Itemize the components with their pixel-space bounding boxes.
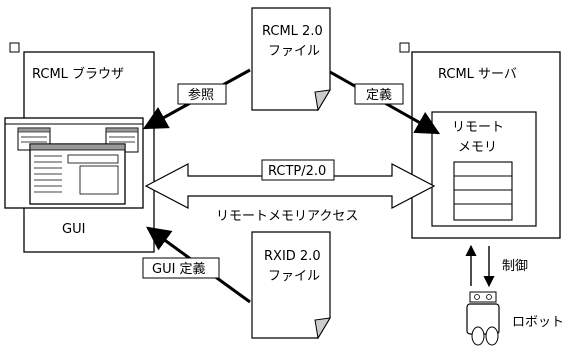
gui-label: GUI [62,222,85,237]
reference-label-box: 参照 [177,83,227,105]
memory-label-line2: メモリ [458,140,497,155]
rcml-file-line2: ファイル [268,44,320,59]
rcml-file-document: RCML 2.0 ファイル [251,7,331,112]
rcml-file-line1: RCML 2.0 [262,24,323,39]
reference-label: 参照 [188,87,214,103]
remote-memory-access-label: リモートメモリアクセス [216,209,358,224]
control-label: 制御 [502,259,528,274]
gui-window-illustration [4,117,144,209]
remote-memory-box: リモート メモリ [431,111,537,227]
rxid-file-line1: RXID 2.0 [264,249,321,264]
server-title: RCML サーバ [438,67,517,82]
protocol-label-box: RCTP/2.0 [261,159,335,181]
definition-label-box: 定義 [354,83,404,105]
rxid-file-document: RXID 2.0 ファイル [251,231,331,340]
robot-icon [466,291,500,346]
rctp-double-arrow [144,163,436,209]
memory-label-line1: リモート [452,120,504,135]
rxid-file-line2: ファイル [268,269,320,284]
robot-label: ロボット [512,315,564,330]
gui-definition-label-box: GUI 定義 [142,257,220,279]
protocol-label: RCTP/2.0 [268,164,326,179]
browser-title: RCML ブラウザ [32,66,124,82]
gui-definition-label: GUI 定義 [152,261,206,277]
definition-label: 定義 [366,87,392,103]
